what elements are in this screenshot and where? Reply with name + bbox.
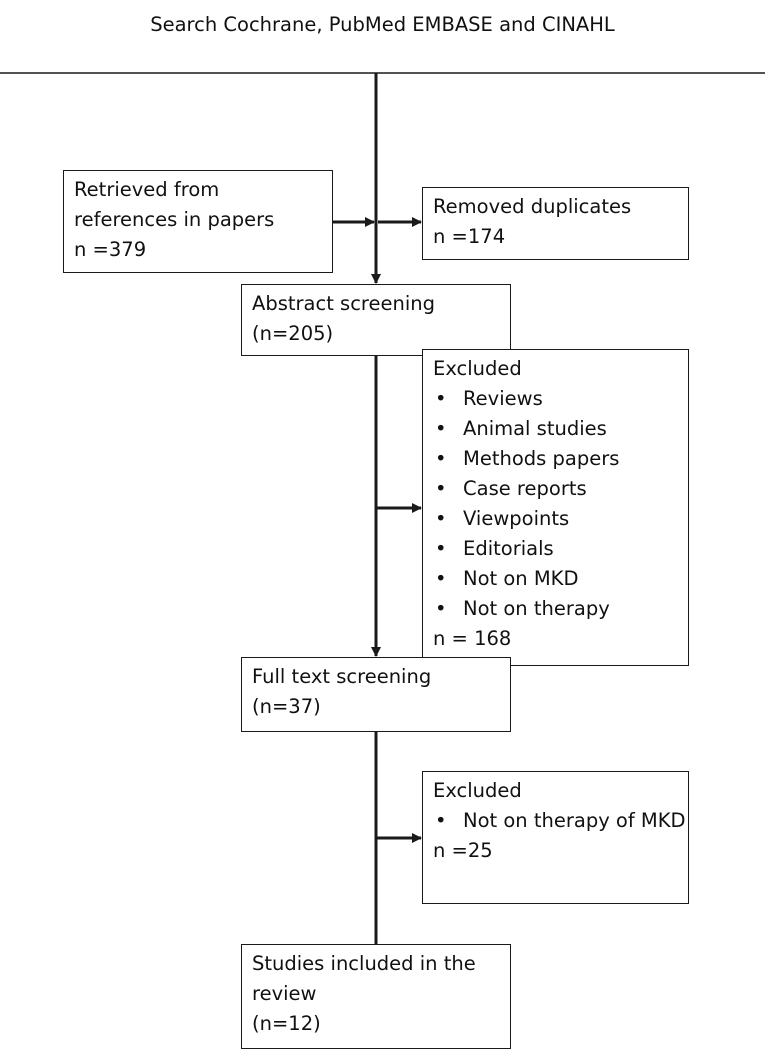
fulltext-screening-label: Full text screening <box>252 665 432 688</box>
studies-included-line-1: Studies included in the <box>252 952 476 975</box>
exclusion-reason-item: Viewpoints <box>433 504 680 534</box>
studies-included-count: (n=12) <box>252 1012 321 1035</box>
duplicates-box: Removed duplicates n =174 <box>422 187 689 260</box>
abstract-screening-box: Abstract screening (n=205) <box>241 284 511 356</box>
exclusion-reason-item: Editorials <box>433 534 680 564</box>
excluded-fulltext-reasons: Not on therapy of MKD <box>433 806 686 836</box>
retrieved-line-1: Retrieved from <box>74 178 220 201</box>
abstract-screening-count: (n=205) <box>252 322 334 345</box>
retrieved-box: Retrieved from references in papers n =3… <box>63 170 333 273</box>
exclusion-reason-item: Case reports <box>433 474 680 504</box>
excluded-fulltext-count: n =25 <box>433 839 493 862</box>
fulltext-screening-count: (n=37) <box>252 695 321 718</box>
excluded-abstract-title: Excluded <box>433 357 522 380</box>
duplicates-label: Removed duplicates <box>433 195 632 218</box>
duplicates-count: n =174 <box>433 225 506 248</box>
studies-included-line-2: review <box>252 982 317 1005</box>
studies-included-box: Studies included in the review (n=12) <box>241 944 511 1049</box>
excluded-abstract-box: Excluded Reviews Animal studies Methods … <box>422 349 689 666</box>
exclusion-reason-item: Reviews <box>433 384 680 414</box>
excluded-fulltext-box: Excluded Not on therapy of MKD n =25 <box>422 771 689 904</box>
exclusion-reason-item: Animal studies <box>433 414 680 444</box>
excluded-abstract-reasons: Reviews Animal studies Methods papers Ca… <box>433 384 680 624</box>
search-sources-title: Search Cochrane, PubMed EMBASE and CINAH… <box>150 13 615 36</box>
exclusion-reason-item: Not on therapy <box>433 594 680 624</box>
exclusion-reason-item: Not on therapy of MKD <box>433 806 686 836</box>
excluded-abstract-count: n = 168 <box>433 627 512 650</box>
abstract-screening-label: Abstract screening <box>252 292 436 315</box>
retrieved-count: n =379 <box>74 238 147 261</box>
fulltext-screening-box: Full text screening (n=37) <box>241 657 511 732</box>
exclusion-reason-item: Not on MKD <box>433 564 680 594</box>
exclusion-reason-item: Methods papers <box>433 444 680 474</box>
retrieved-line-2: references in papers <box>74 208 275 231</box>
excluded-fulltext-title: Excluded <box>433 779 522 802</box>
